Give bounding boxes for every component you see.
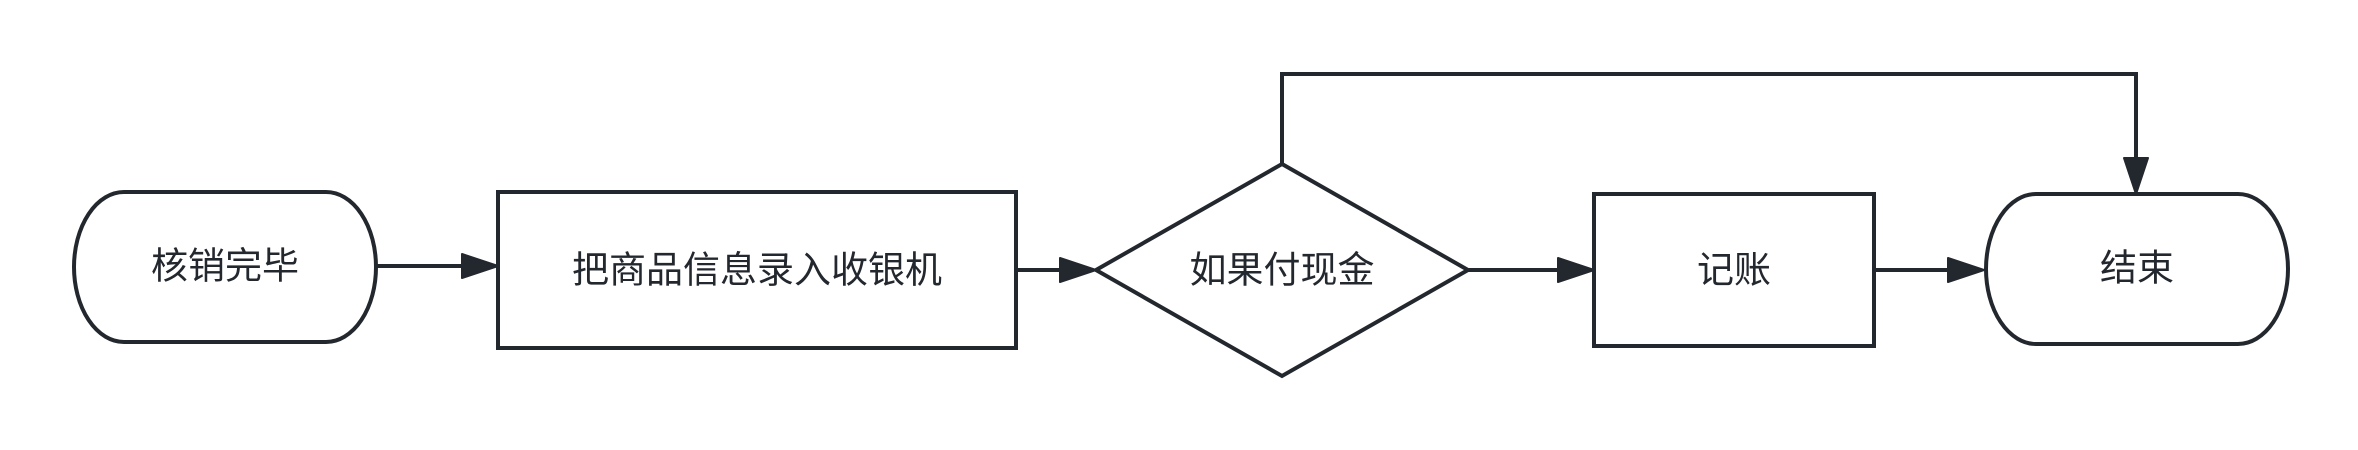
node-label: 把商品信息录入收银机 <box>572 249 942 292</box>
edge-n1-n2 <box>376 253 499 279</box>
arrow-head <box>1947 257 1985 283</box>
process-shape <box>496 190 1018 350</box>
edge-n3-n5 <box>1280 72 2149 195</box>
node-label: 记账 <box>1697 249 1771 292</box>
node-label: 结束 <box>2100 247 2174 290</box>
terminator-shape <box>1984 192 2290 346</box>
edge-n2-n3 <box>1016 257 1097 283</box>
edge-n4-n5 <box>1874 257 1985 283</box>
process-shape <box>1592 192 1876 348</box>
node-luru-shouyinji[interactable]: 把商品信息录入收银机 <box>496 190 1018 350</box>
decision-shape <box>1091 161 1473 379</box>
node-label: 核销完毕 <box>151 245 299 288</box>
node-label: 如果付现金 <box>1190 249 1375 292</box>
edge-line <box>1280 72 2138 164</box>
node-jieshu[interactable]: 结束 <box>1984 192 2290 346</box>
node-hexiao-wanbi[interactable]: 核销完毕 <box>72 190 378 344</box>
arrow-head <box>461 253 499 279</box>
arrow-head <box>1059 257 1097 283</box>
edge-n3-n4 <box>1468 257 1595 283</box>
arrow-head <box>2123 157 2149 195</box>
terminator-shape <box>72 190 378 344</box>
node-fu-xianjin[interactable]: 如果付现金 <box>1091 161 1473 379</box>
arrow-head <box>1557 257 1595 283</box>
node-jizhang[interactable]: 记账 <box>1592 192 1876 348</box>
